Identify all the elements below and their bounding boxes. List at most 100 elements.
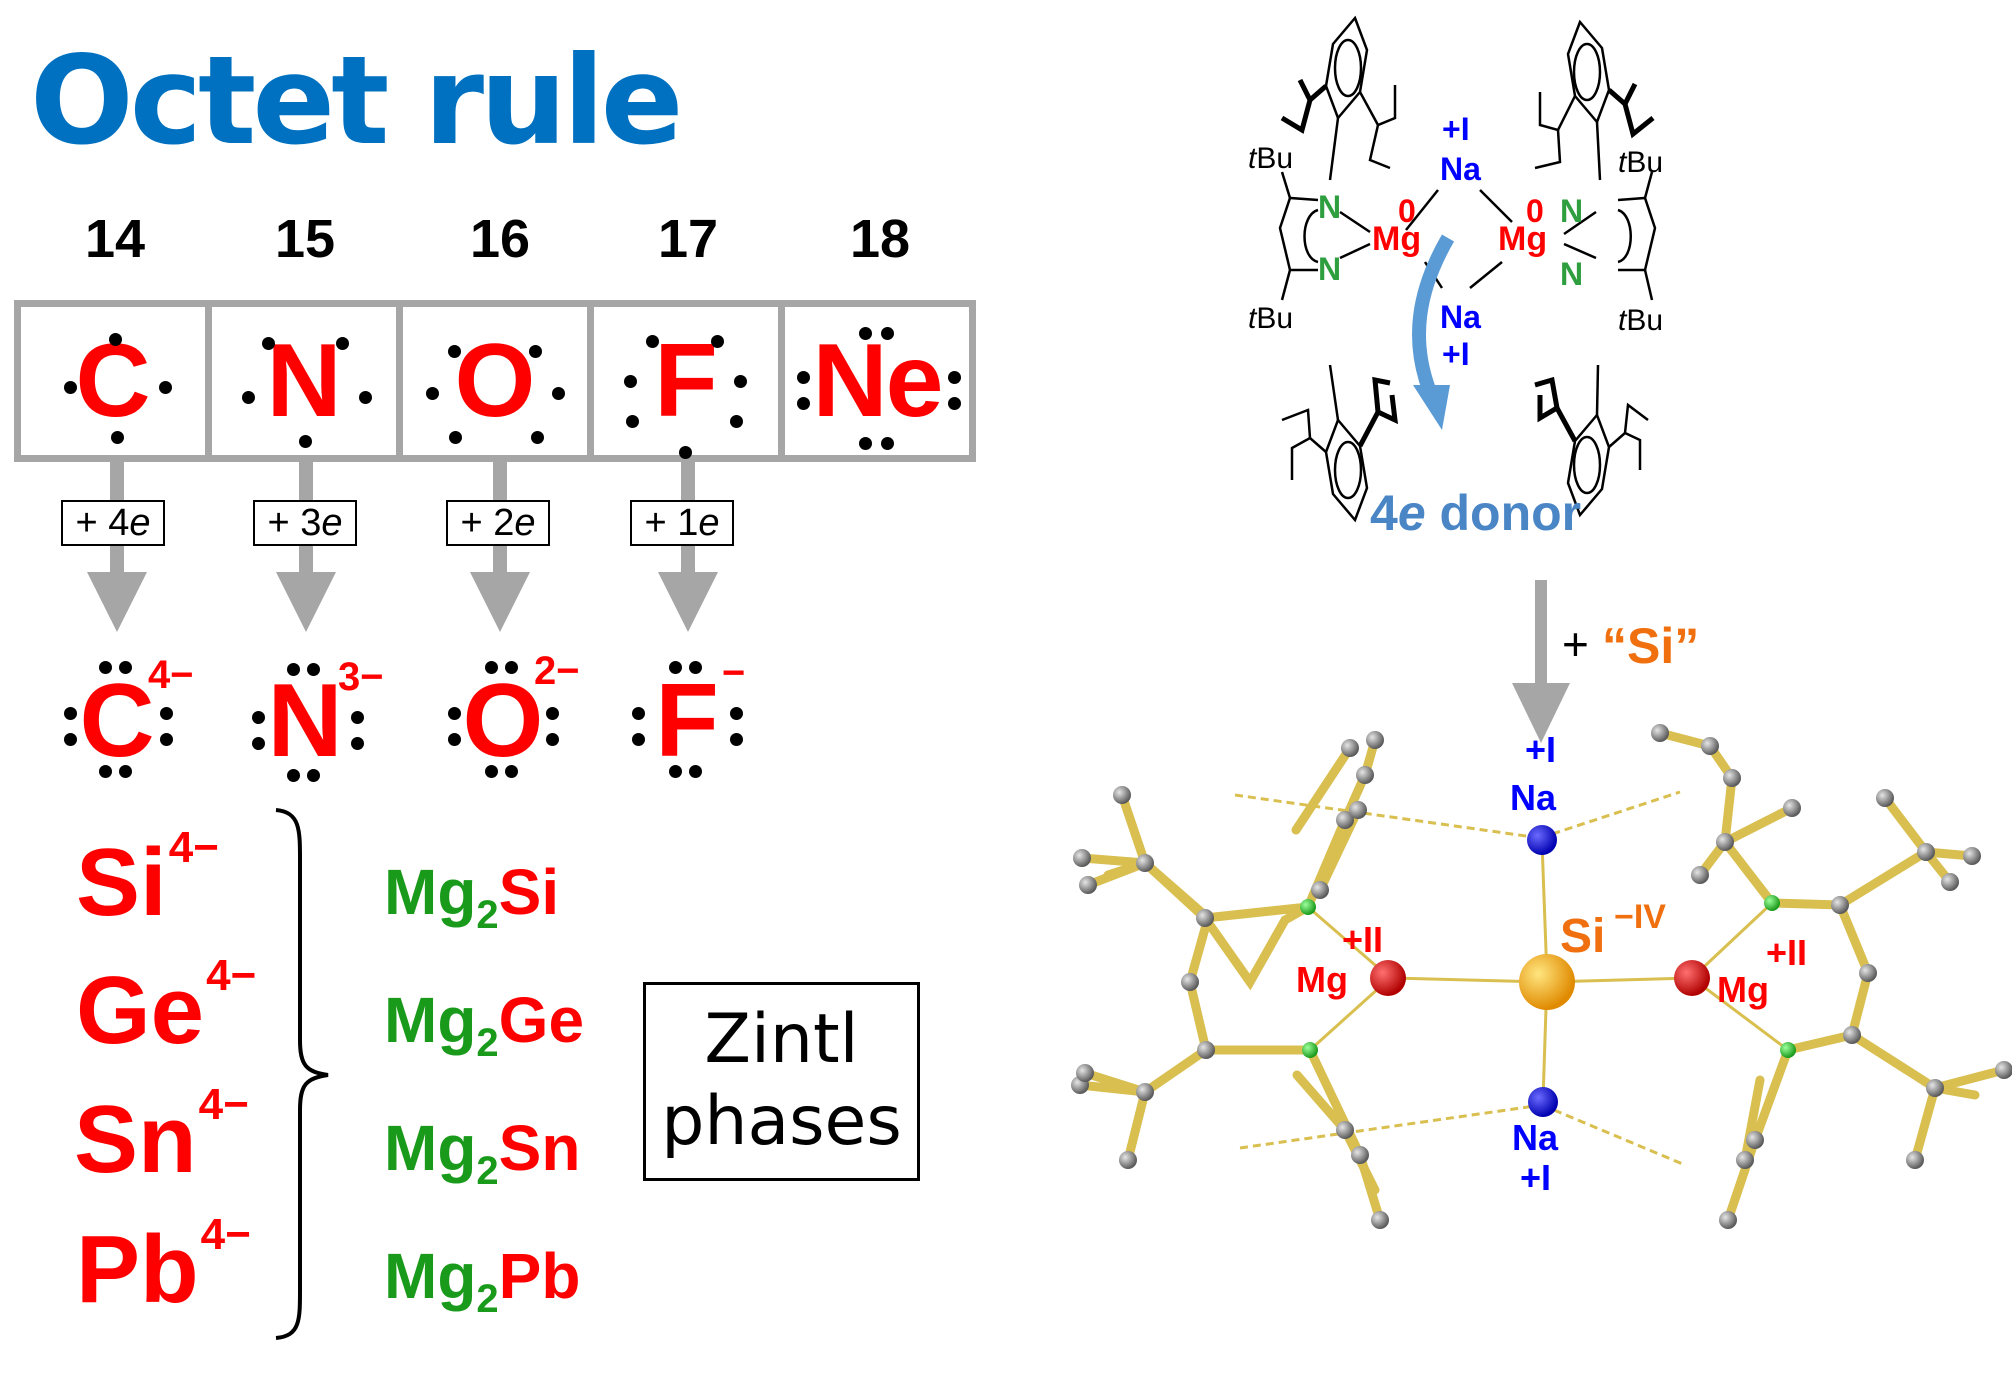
electron-dot bbox=[485, 661, 498, 674]
na-oxidation-state: +I bbox=[1525, 729, 1556, 770]
na-oxidation-state: +I bbox=[1442, 111, 1470, 147]
ion-nitride: N 3− bbox=[230, 645, 384, 795]
cell-oxygen: O bbox=[403, 307, 594, 455]
electron-dot bbox=[505, 765, 518, 778]
valence-electron-table: C N O F Ne bbox=[14, 300, 976, 462]
electron-dot bbox=[626, 415, 639, 428]
electron-dot bbox=[679, 446, 692, 459]
electron-dot bbox=[632, 733, 645, 746]
electron-dot bbox=[632, 707, 645, 720]
lone-electron-dot bbox=[64, 381, 77, 394]
tbu-label: tBu bbox=[1618, 146, 1663, 179]
ion-symbol: C bbox=[79, 663, 155, 779]
electron-dot bbox=[351, 711, 364, 724]
ligand-skeleton bbox=[1278, 15, 1657, 523]
electron-dot bbox=[426, 387, 439, 400]
electron-dot bbox=[307, 663, 320, 676]
group-number-14: 14 bbox=[84, 209, 146, 269]
ion-symbol: N bbox=[267, 663, 343, 779]
nitrogen-label: N bbox=[1318, 251, 1341, 287]
mg-label: Mg bbox=[1372, 220, 1421, 258]
group-number-17: 17 bbox=[657, 209, 719, 269]
nitrogen-atom bbox=[1302, 1042, 1318, 1058]
element-symbol-o: O bbox=[454, 323, 536, 439]
electron-dot bbox=[546, 733, 559, 746]
zintl-phases-line1: Zintl bbox=[704, 1000, 859, 1079]
nitrogen-label: N bbox=[1560, 256, 1583, 292]
electron-dot bbox=[546, 707, 559, 720]
electron-dot bbox=[119, 765, 132, 778]
electron-dot bbox=[859, 437, 872, 450]
tbu-label: tBu bbox=[1248, 302, 1293, 335]
electron-dot bbox=[119, 661, 132, 674]
reaction-plus: + bbox=[1562, 618, 1589, 670]
electron-dot bbox=[948, 397, 961, 410]
electron-dot bbox=[734, 375, 747, 388]
anion-pb: Pb4− bbox=[76, 1210, 251, 1323]
electron-dot bbox=[252, 737, 265, 750]
arrow-head-icon bbox=[658, 572, 718, 632]
tbu-label: tBu bbox=[1618, 304, 1663, 337]
crystal-structure: +I Na Na +I +II Mg Mg +II Si −IV bbox=[1071, 724, 2012, 1229]
electron-dot bbox=[287, 769, 300, 782]
ion-charge: 2− bbox=[534, 649, 580, 693]
zintl-formula-mg2ge: Mg2Ge bbox=[384, 984, 585, 1065]
group-number-15: 15 bbox=[274, 209, 336, 269]
electron-dot bbox=[99, 661, 112, 674]
electron-gain-label: + 4e bbox=[61, 500, 165, 546]
nitrogen-atom bbox=[1780, 1042, 1796, 1058]
electron-dot bbox=[730, 415, 743, 428]
mg-oxidation-state: 0 bbox=[1526, 193, 1544, 229]
electron-dot bbox=[64, 733, 77, 746]
electron-dot bbox=[448, 345, 461, 358]
na-label: Na bbox=[1440, 151, 1481, 187]
electron-dot bbox=[160, 707, 173, 720]
element-symbol-c: C bbox=[75, 323, 151, 439]
sodium-atom bbox=[1527, 825, 1557, 855]
anion-sn: Sn4− bbox=[74, 1080, 249, 1193]
carbon-atoms bbox=[1071, 724, 2012, 1229]
arrow-head-icon bbox=[470, 572, 530, 632]
electron-gain-label: + 3e bbox=[253, 500, 357, 546]
cell-fluorine: F bbox=[594, 307, 785, 459]
magnesium-atom bbox=[1674, 960, 1710, 996]
anion-ge: Ge4− bbox=[76, 951, 257, 1064]
element-symbol-n: N bbox=[266, 323, 342, 439]
dimagnesium-sodium-schematic: tBu tBu tBu tBu N N N N Mg Mg 0 0 +I Na … bbox=[1248, 15, 1663, 541]
electron-dot bbox=[730, 707, 743, 720]
electron-dot bbox=[531, 431, 544, 444]
na-label: Na bbox=[1512, 1117, 1559, 1158]
electron-dot bbox=[252, 711, 265, 724]
nitrogen-atom bbox=[1300, 899, 1316, 915]
si-label: Si bbox=[1560, 910, 1605, 963]
electron-dot bbox=[881, 327, 894, 340]
mg-oxidation-state: +II bbox=[1342, 919, 1383, 960]
silicon-atom bbox=[1519, 954, 1575, 1010]
ion-symbol: F bbox=[655, 663, 719, 779]
element-symbol-f: F bbox=[654, 323, 718, 439]
lone-electron-dot bbox=[111, 431, 124, 444]
electron-dot bbox=[669, 765, 682, 778]
electron-dot bbox=[485, 765, 498, 778]
electron-gain-label: + 2e bbox=[446, 500, 550, 546]
ion-charge: 4− bbox=[148, 653, 194, 697]
electron-dot bbox=[160, 733, 173, 746]
reaction-arrow-shaft bbox=[1535, 580, 1547, 685]
zintl-phases-box: Zintl phases bbox=[643, 982, 920, 1181]
reaction-arrow: + “Si” bbox=[1512, 580, 1699, 743]
ligand-bonds-right bbox=[1655, 728, 2009, 1225]
electron-dot bbox=[448, 733, 461, 746]
donor-arrow-shaft bbox=[1412, 234, 1455, 395]
electron-dot bbox=[64, 707, 77, 720]
mg-label: Mg bbox=[1717, 969, 1769, 1010]
ion-oxide: O 2− bbox=[428, 645, 580, 795]
ion-charge: 3− bbox=[338, 655, 384, 699]
cell-carbon: C bbox=[21, 307, 212, 455]
right-brace-icon bbox=[275, 808, 329, 1340]
page-title: Octet rule bbox=[30, 30, 683, 172]
magnesium-atom bbox=[1370, 960, 1406, 996]
ion-fluoride: F − bbox=[612, 645, 762, 795]
electron-dot bbox=[449, 431, 462, 444]
zintl-formula-mg2si: Mg2Si bbox=[384, 856, 560, 937]
ion-carbide: C 4− bbox=[42, 645, 194, 795]
